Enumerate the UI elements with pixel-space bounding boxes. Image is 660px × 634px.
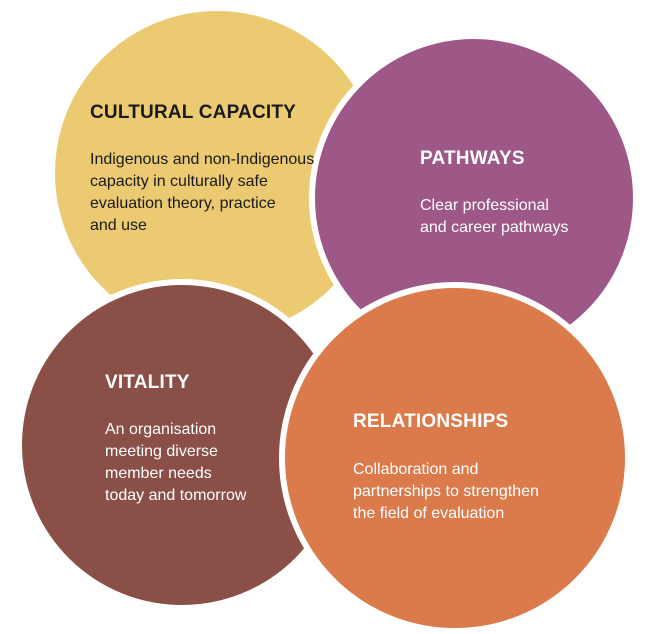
cultural-capacity-line: capacity in culturally safe bbox=[90, 173, 268, 190]
relationships-line: the field of evaluation bbox=[353, 505, 505, 522]
pathways-description: Clear professional and career pathways bbox=[420, 195, 569, 239]
pathways-title: PATHWAYS bbox=[420, 148, 525, 169]
relationships-line: partnerships to strengthen bbox=[353, 483, 539, 500]
pathways-line: Clear professional bbox=[420, 197, 549, 214]
vitality-block: VITALITY An organisation meeting diverse… bbox=[105, 371, 246, 507]
cultural-capacity-line: evaluation theory, practice bbox=[90, 195, 276, 212]
vitality-line: today and tomorrow bbox=[105, 487, 247, 504]
vitality-description: An organisation meeting diverse member n… bbox=[105, 419, 246, 507]
cultural-capacity-line: and use bbox=[90, 217, 147, 234]
pathways-block: PATHWAYS Clear professional and career p… bbox=[420, 147, 569, 239]
relationships-block: RELATIONSHIPS Collaboration and partners… bbox=[353, 410, 539, 525]
cultural-capacity-title: CULTURAL CAPACITY bbox=[90, 102, 297, 123]
cultural-capacity-line: Indigenous and non-Indigenous bbox=[90, 151, 315, 168]
cultural-capacity-description: Indigenous and non-Indigenous capacity i… bbox=[90, 149, 314, 237]
relationships-description: Collaboration and partnerships to streng… bbox=[353, 459, 539, 525]
pathways-line: and career pathways bbox=[420, 219, 569, 236]
vitality-line: member needs bbox=[105, 465, 212, 482]
relationships-circle bbox=[279, 282, 631, 634]
vitality-line: An organisation bbox=[105, 421, 217, 438]
relationships-title: RELATIONSHIPS bbox=[353, 411, 509, 432]
relationships-line: Collaboration and bbox=[353, 461, 479, 478]
vitality-title: VITALITY bbox=[105, 372, 190, 393]
cultural-capacity-block: CULTURAL CAPACITY Indigenous and non-Ind… bbox=[90, 101, 314, 237]
vitality-line: meeting diverse bbox=[105, 443, 218, 460]
